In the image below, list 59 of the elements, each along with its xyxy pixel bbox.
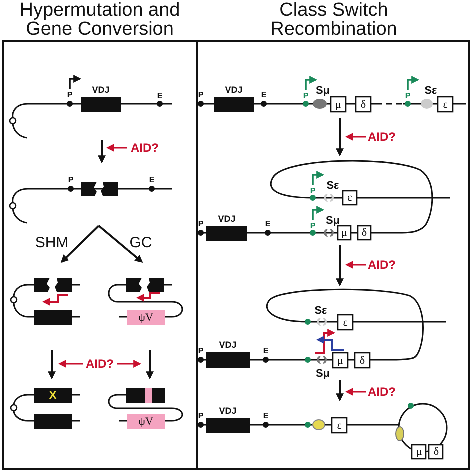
arrow bbox=[336, 118, 344, 157]
arrow bbox=[98, 140, 106, 164]
promoter-label: P bbox=[68, 176, 74, 184]
promoter-label: E bbox=[261, 90, 267, 100]
switch-region-label: Sμ bbox=[316, 85, 330, 97]
promoter-label: P bbox=[198, 346, 204, 356]
enzyme-label: AID? bbox=[131, 142, 159, 154]
arrow bbox=[146, 350, 154, 380]
switch-region-label: Sε bbox=[326, 180, 340, 192]
arrow bbox=[336, 380, 344, 402]
gene-segment-label: δ bbox=[434, 446, 440, 458]
gene-label: VDJ bbox=[219, 340, 237, 350]
edge-label: GC bbox=[128, 236, 154, 250]
promoter-label: P bbox=[198, 220, 204, 228]
gene-segment-label: ψV bbox=[138, 416, 154, 428]
panel-heading: Class Switch Recombination bbox=[270, 1, 398, 39]
promoter-label: E bbox=[149, 176, 155, 184]
gene-segment-label: μ bbox=[342, 227, 348, 239]
promoter-label: P bbox=[67, 90, 73, 100]
promoter-label: P bbox=[198, 412, 204, 420]
gene-segment-label: ε bbox=[337, 420, 342, 432]
enzyme-label: AID? bbox=[368, 386, 396, 398]
gene-segment-label: μ bbox=[416, 446, 422, 458]
gene-label: VDJ bbox=[218, 214, 236, 224]
switch-region-label: Sμ bbox=[316, 368, 330, 380]
promoter-label: P bbox=[310, 186, 316, 196]
gene-segment-label: δ bbox=[362, 227, 368, 239]
gene-segment-label: μ bbox=[336, 98, 342, 110]
promoter-label: P bbox=[303, 92, 309, 100]
gene-segment-label: μ bbox=[338, 354, 344, 366]
switch-region-label: Sε bbox=[424, 85, 438, 97]
gene-label: VDJ bbox=[92, 85, 110, 95]
enzyme-label: AID? bbox=[368, 131, 396, 143]
gene-segment-label: ψV bbox=[138, 312, 154, 324]
gene-segment-label: ε bbox=[443, 98, 448, 110]
enzyme-label: AID? bbox=[86, 358, 114, 370]
promoter-label: E bbox=[263, 346, 269, 356]
enzyme-label: AID? bbox=[368, 259, 396, 271]
promoter-label: P bbox=[310, 222, 316, 230]
gene-segment-label: δ bbox=[360, 98, 366, 110]
arrow bbox=[336, 245, 344, 287]
promoter-label: E bbox=[265, 220, 271, 228]
promoter-label: P bbox=[405, 92, 411, 100]
arrow bbox=[60, 225, 100, 264]
switch-region-label: Sε bbox=[314, 305, 328, 317]
gene-segment-label: ε bbox=[343, 316, 348, 328]
arrow bbox=[98, 225, 144, 264]
switch-region-label: Sμ bbox=[326, 215, 340, 227]
edge-label: SHM bbox=[34, 236, 70, 250]
promoter-label: E bbox=[263, 412, 269, 420]
promoter-label: P bbox=[198, 90, 204, 100]
gene-segment-label: ε bbox=[348, 192, 352, 204]
promoter-label: E bbox=[157, 92, 163, 100]
gene-segment-label: δ bbox=[360, 354, 366, 366]
gene-label: VDJ bbox=[225, 85, 243, 95]
mutation-mark: X bbox=[49, 390, 57, 402]
arrow bbox=[48, 350, 56, 380]
gene-label: VDJ bbox=[219, 406, 237, 416]
panel-heading: Hypermutation and Gene Conversion bbox=[18, 1, 182, 39]
